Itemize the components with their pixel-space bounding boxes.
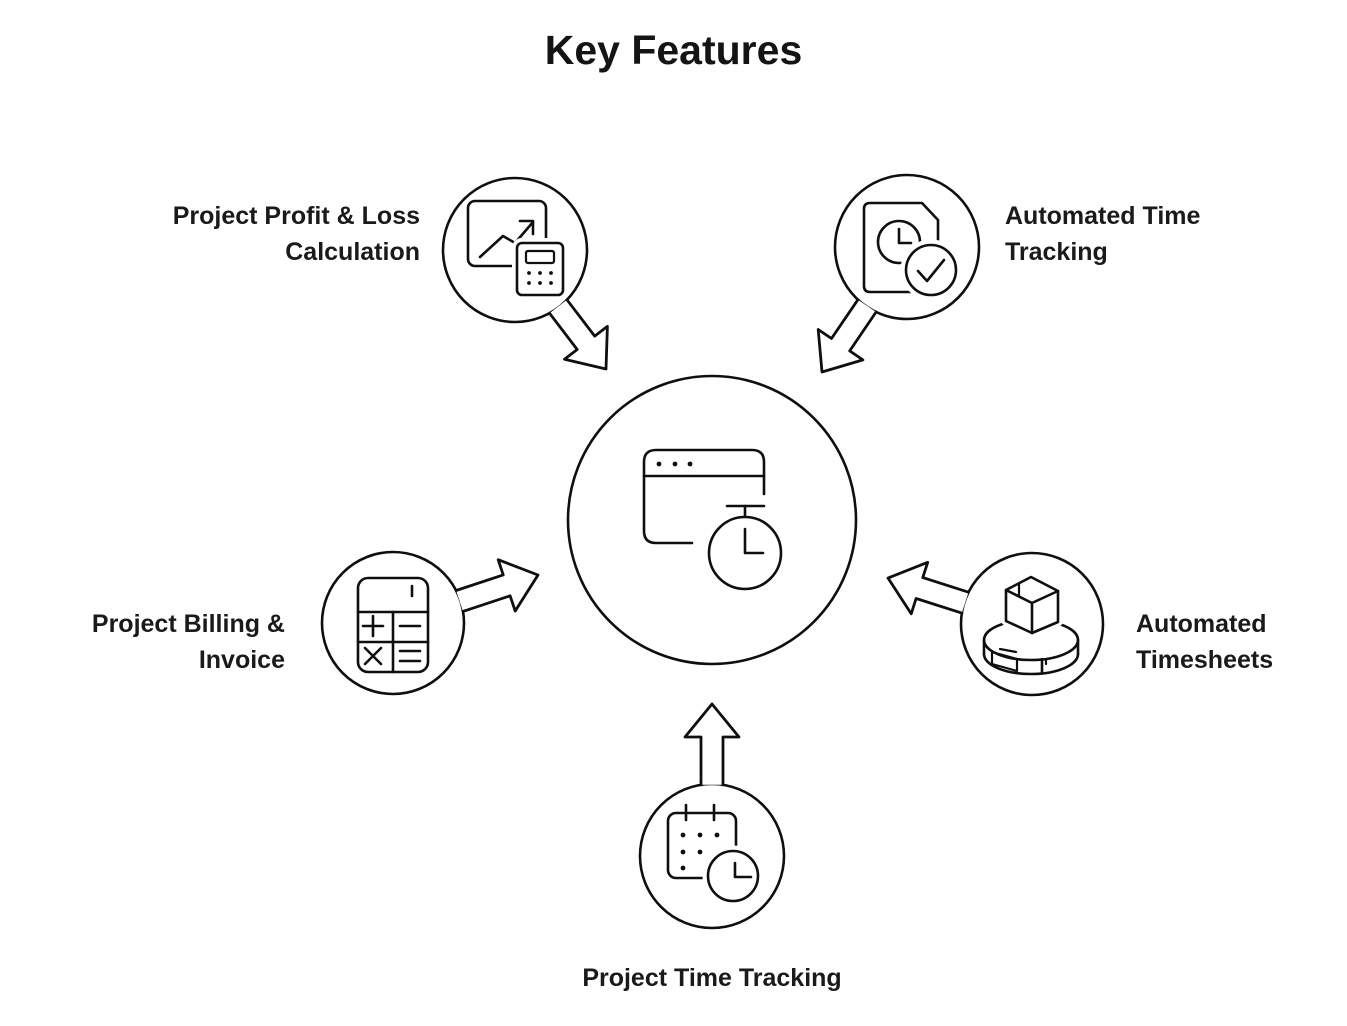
checkmark-icon bbox=[916, 258, 946, 283]
calculator-icon bbox=[356, 576, 430, 674]
arrow-top-left-to-center bbox=[548, 298, 609, 371]
arrow-left-to-center bbox=[454, 558, 540, 613]
clock-hands bbox=[733, 861, 753, 879]
feature-label-billing-invoice: Project Billing & Invoice bbox=[91, 610, 285, 674]
feature-label-automated-timesheets: Automated Timesheets bbox=[1136, 610, 1274, 674]
feature-circle bbox=[959, 551, 1105, 697]
arrow-top-right-to-center bbox=[816, 298, 878, 374]
arrow-right-to-center bbox=[886, 560, 970, 616]
equals-icon bbox=[398, 649, 422, 663]
feature-circle bbox=[441, 176, 589, 324]
feature-circle bbox=[833, 173, 981, 321]
feature-node-profit-loss bbox=[441, 176, 589, 324]
box-on-platform-icon bbox=[982, 572, 1080, 676]
feature-node-automated-time-tracking bbox=[833, 173, 981, 321]
clock-hands bbox=[897, 227, 913, 245]
page-title: Key Features bbox=[544, 27, 803, 73]
multiply-icon bbox=[363, 646, 383, 666]
arrow-bottom-to-center bbox=[683, 702, 741, 787]
feature-label-profit-loss: Project Profit & Loss Calculation bbox=[172, 202, 420, 266]
document-clock-check-icon bbox=[862, 201, 962, 301]
connector-arrows bbox=[454, 298, 970, 787]
center-node bbox=[566, 374, 858, 666]
feature-label-automated-time-tracking: Automated Time Tracking bbox=[1005, 202, 1201, 266]
chart-calculator-icon bbox=[466, 199, 568, 300]
feature-node-billing-invoice bbox=[320, 550, 466, 696]
feature-circle bbox=[320, 550, 466, 696]
clock-hands bbox=[743, 527, 765, 555]
center-circle bbox=[566, 374, 858, 666]
calendar-dots bbox=[680, 832, 720, 871]
plus-icon bbox=[361, 614, 385, 638]
browser-dots bbox=[656, 461, 693, 467]
feature-node-project-time-tracking bbox=[638, 782, 786, 930]
calendar-clock-icon bbox=[666, 803, 764, 907]
feature-node-automated-timesheets bbox=[959, 551, 1105, 697]
feature-label-project-time-tracking: Project Time Tracking bbox=[582, 964, 842, 992]
browser-window-stopwatch-icon bbox=[642, 448, 783, 591]
